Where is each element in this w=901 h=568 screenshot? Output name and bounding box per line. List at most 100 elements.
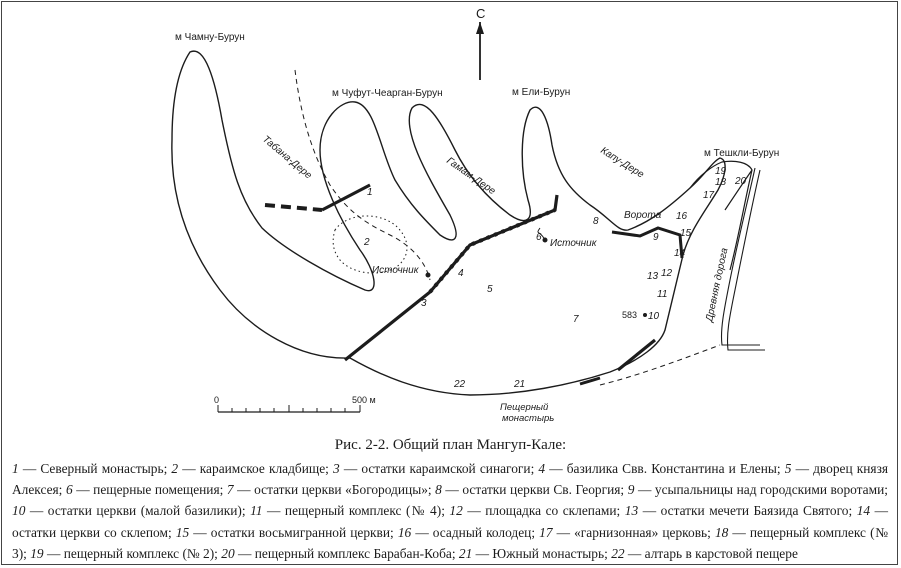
legend-item-text: — площадка со склепами; [462,503,625,519]
legend-item-text: — остатки мечети Баязида Святого; [638,503,857,519]
legend-item: 9 — усыпальницы над городскими воротами; [628,482,888,497]
legend-item-number: 17 [539,524,553,540]
legend-item: 1 — Северный монастырь; [12,461,171,476]
site-number-2: 2 [363,237,370,248]
scale-end: 500 м [352,395,376,405]
legend-item-text: — остатки церкви со склепом; [12,503,888,540]
site-number-10: 10 [648,311,660,322]
site-number-22: 22 [453,379,466,390]
site-number-3: 3 [421,298,427,309]
scale-zero: 0 [214,395,219,405]
site-number-8: 8 [593,216,599,227]
site-number-1: 1 [367,187,373,198]
legend: 1 — Северный монастырь; 2 — караимское к… [12,458,888,564]
legend-item: 22 — алтарь в карстовой пещере [611,546,798,561]
legend-item: 16 — осадный колодец; [398,525,539,540]
legend-item-number: 19 [30,545,44,561]
legend-item-text: — пещерный комплекс (№ 2); [43,545,222,561]
legend-item: 2 — караимское кладбище; [171,461,333,476]
legend-item: 17 — «гарнизонная» церковь; [539,525,715,540]
cape-label-eli: м Ели-Бурун [512,87,570,98]
legend-item-number: 20 [221,545,235,561]
legend-item-text: — дворец князя Алексея; [12,461,889,498]
legend-item: 11 — пещерный комплекс (№ 4); [250,503,449,518]
north-label: С [476,6,485,21]
ravine-label-kapu: Капу-Дере [598,145,646,180]
legend-item-number: 16 [397,524,412,540]
legend-item-number: 21 [458,545,473,561]
legend-item: 6 — пещерные помещения; [66,482,227,497]
legend-item-number: 22 [611,545,625,561]
site-number-9: 9 [653,232,659,243]
legend-item: 19 — пещерный комплекс (№ 2); [30,546,221,561]
legend-item: 4 — базилика Свв. Константина и Елены; [538,461,784,476]
legend-item: 14 — остатки церкви со склепом; [12,503,888,539]
legend-item-text: — осадный колодец; [411,524,540,540]
legend-item-text: — Южный монастырь; [472,545,612,561]
site-number-18: 18 [715,177,727,188]
legend-item-text: — пещерные помещения; [72,482,227,498]
legend-item-number: 9 [627,482,635,498]
legend-item-number: 15 [175,524,190,540]
cape-label-chamnu: м Чамну-Бурун [175,32,245,43]
cape-label-teshkli: м Тешкли-Бурун [704,148,779,159]
legend-item-text: — караимское кладбище; [178,461,333,476]
legend-item-number: 10 [12,503,26,519]
site-number-12: 12 [661,268,673,279]
legend-item-text: — усыпальницы над городскими воротами; [634,482,888,498]
legend-item-text: — остатки восьмигранной церкви; [189,524,398,540]
ravine-label-tabana: Табана-Дере [260,133,315,182]
elevation-label: 583 [622,310,637,320]
site-number-17: 17 [703,190,715,201]
legend-item: 10 — остатки церкви (малой базилики); [12,503,250,518]
site-number-14: 14 [674,248,686,259]
figure-caption: Рис. 2-2. Общий план Мангуп-Кале: [334,437,567,453]
legend-item-text: — остатки караимской синагоги; [339,461,539,476]
legend-item: 8 — остатки церкви Св. Георгия; [435,482,628,497]
legend-item-text: — остатки церкви «Богородицы»; [233,482,436,498]
legend-item-number: 7 [226,482,234,498]
road-label: Древняя дорога [704,247,731,324]
dashed-path-west [294,69,431,281]
legend-item-number: 14 [856,503,871,519]
legend-item-number: 12 [449,503,463,519]
site-number-11: 11 [657,289,667,300]
defensive-walls [264,183,684,386]
legend-item: 13 — остатки мечети Баязида Святого; [625,503,857,518]
cape-teshkli-outline [689,160,753,271]
legend-item-number: 11 [250,503,263,519]
dashed-path-south [599,344,721,386]
site-number-15: 15 [680,228,692,239]
north-arrow: С [476,6,485,80]
site-plan-map: С м Чамну-Бурун м Чуфут-Чеарган-Бурун м … [171,6,779,424]
site-number-16: 16 [676,211,688,222]
legend-item: 12 — площадка со склепами; [449,503,624,518]
site-number-20: 20 [734,176,747,187]
site-number-5: 5 [487,284,493,295]
cave-monastery-label-2: монастырь [502,413,554,424]
site-number-7: 7 [573,314,579,325]
legend-item-number: 1 [12,461,19,476]
legend-item-text: — остатки церкви Св. Георгия; [441,482,628,498]
ancient-road [720,167,765,351]
site-number-21: 21 [513,379,525,390]
legend-item-text: — Северный монастырь; [18,461,172,476]
legend-item-number: 8 [435,482,442,498]
cave-monastery-label-1: Пещерный [500,402,549,413]
cemetery-boundary [332,215,408,274]
plateau-outline [171,50,726,396]
legend-item: 3 — остатки караимской синагоги; [333,461,538,476]
legend-item: 21 — Южный монастырь; [459,546,611,561]
site-number-6: 6 [536,232,542,243]
site-numbers: 1 2 3 4 5 6 7 8 9 10 11 12 13 14 15 16 1… [363,166,747,390]
legend-item-text: — остатки церкви (малой базилики); [25,503,251,519]
site-number-19: 19 [715,166,727,177]
legend-item-text: — базилика Свв. Константина и Елены; [545,461,785,476]
elevation-dot [643,313,647,317]
legend-item-number: 5 [784,461,792,476]
legend-item-number: 18 [714,524,729,540]
spring-label-2: Источник [550,238,598,249]
site-number-4: 4 [458,268,464,279]
spring-markers [425,227,548,278]
legend-item: 5 — дворец князя Алексея; [12,461,888,497]
